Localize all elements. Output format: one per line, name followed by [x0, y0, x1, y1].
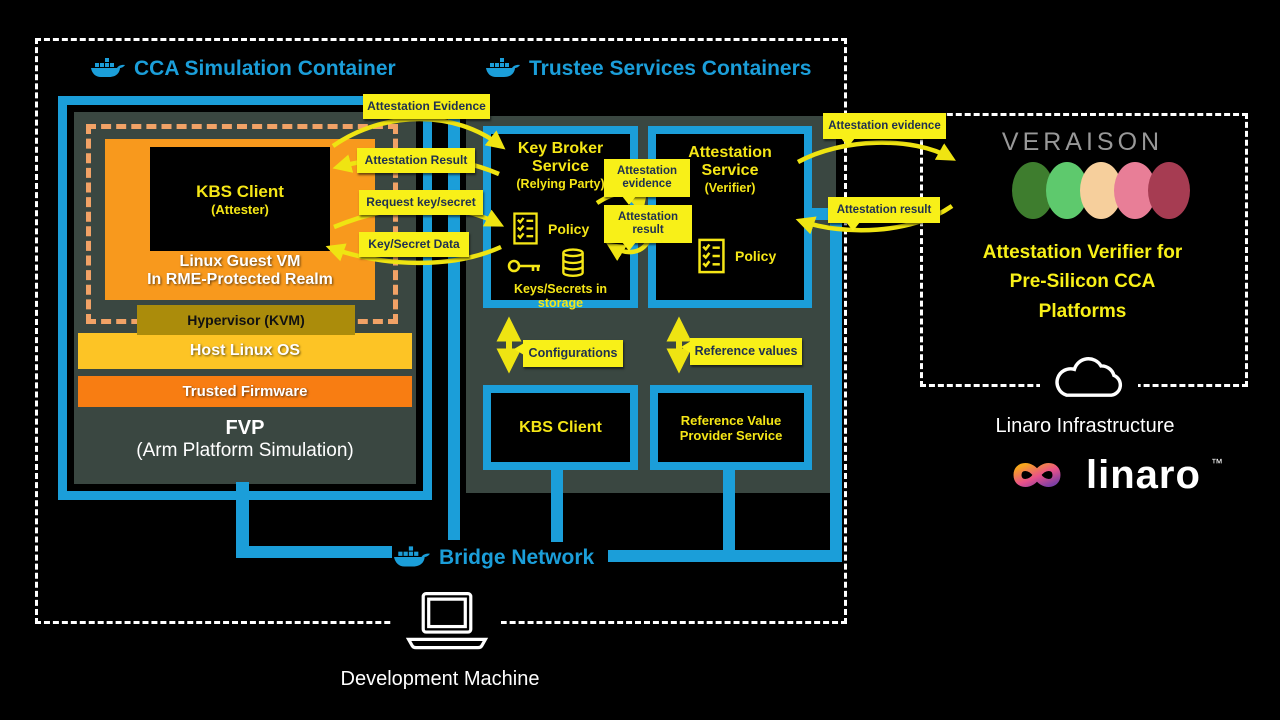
configurations-label: Configurations: [514, 340, 623, 367]
trusted-firmware-box: Trusted Firmware: [78, 376, 412, 407]
attestation-evidence-label: Attestation Evidence: [363, 94, 490, 119]
attestation-service-subtitle: (Verifier): [704, 180, 756, 195]
database-icon: [561, 248, 585, 278]
linaro-wordmark: linaro: [1086, 452, 1201, 497]
trustee-containers-title: Trustee Services Containers: [485, 55, 811, 83]
cca-title-text: CCA Simulation Container: [134, 57, 396, 80]
fvp-panel: KBS Client (Attester) Linux Guest VM In …: [74, 112, 416, 484]
key-broker-policy-label: Policy: [548, 220, 590, 237]
key-broker-subtitle: (Relying Party): [516, 176, 605, 191]
rvps-box: Reference Value Provider Service: [650, 385, 812, 470]
veraison-logo-text: VERAISON: [1001, 128, 1164, 156]
bridge-network-text: Bridge Network: [439, 546, 595, 569]
key-icon: [507, 256, 543, 276]
kbs-client-bridge-drop: [551, 462, 563, 542]
bridge-network-label: Bridge Network: [393, 543, 594, 573]
attestation-result-label: Attestation Result: [357, 148, 475, 173]
key-secret-data-label: Key/Secret Data: [359, 232, 469, 257]
keys-secrets-storage-label: Keys/Secrets in storage: [513, 282, 608, 310]
kbs-client-attester-box: KBS Client (Attester): [150, 147, 330, 251]
right-attestation-evidence-label: Attestation evidence: [823, 113, 946, 147]
cloud-icon: [1040, 352, 1138, 404]
fvp-subtitle: (Arm Platform Simulation): [136, 440, 354, 461]
vm-label-line2: In RME-Protected Realm: [147, 271, 333, 288]
container-network-line: [448, 116, 460, 540]
trustee-title-text: Trustee Services Containers: [529, 57, 812, 80]
hypervisor-box: Hypervisor (KVM): [137, 305, 355, 335]
mid-attestation-result-label: Attestation result: [604, 205, 692, 251]
veraison-caption-line3: Platforms: [1038, 300, 1127, 322]
attestation-service-line1: Attestation: [688, 144, 772, 161]
linux-guest-vm-box: KBS Client (Attester) Linux Guest VM In …: [105, 139, 375, 300]
veraison-ovals: [1012, 162, 1190, 224]
trustee-kbs-client-box: KBS Client: [483, 385, 638, 470]
linaro-tm: ™: [1210, 456, 1223, 470]
docker-icon: [485, 55, 521, 83]
attestation-service-line2: Service: [701, 162, 759, 180]
policy-checklist-icon: [513, 212, 538, 245]
linaro-logo: linaro ™: [998, 452, 1223, 498]
cca-bridge-connector-h: [236, 546, 392, 558]
veraison-oval-5: [1148, 162, 1190, 219]
trustee-kbs-client-label: KBS Client: [519, 418, 602, 436]
firmware-label: Trusted Firmware: [182, 383, 308, 400]
veraison-caption-line2: Pre-Silicon CCA: [1009, 271, 1156, 293]
request-key-secret-label: Request key/secret: [359, 190, 483, 215]
cca-container-title: CCA Simulation Container: [90, 55, 396, 83]
rvps-bridge-drop: [723, 462, 735, 558]
bridge-right-bar: [608, 550, 842, 562]
vm-label-line1: Linux Guest VM: [179, 253, 301, 270]
dev-machine-label: Development Machine: [340, 668, 540, 690]
key-broker-line1: Key Broker: [517, 140, 604, 157]
veraison-caption-line1: Attestation Verifier for: [982, 242, 1183, 263]
linaro-infinity-icon: [998, 452, 1076, 498]
rvps-label-line2: Provider Service: [679, 427, 783, 443]
kbs-client-subtitle: (Attester): [211, 201, 269, 217]
attestation-policy-label: Policy: [735, 248, 777, 264]
hypervisor-label: Hypervisor (KVM): [187, 312, 305, 328]
key-broker-line2: Service: [532, 158, 589, 176]
docker-icon: [393, 543, 431, 573]
policy-checklist-icon: [698, 238, 725, 274]
laptop-icon: [393, 590, 501, 654]
right-attestation-result-label: Attestation result: [828, 197, 940, 231]
host-linux-os-box: Host Linux OS: [78, 333, 412, 369]
linaro-infra-label: Linaro Infrastructure: [995, 415, 1175, 437]
veraison-caption: Attestation Verifier for Pre-Silicon CCA…: [920, 238, 1245, 326]
docker-icon: [90, 55, 126, 83]
attestation-bridge-riser: [830, 208, 842, 556]
cca-bridge-connector-v: [236, 482, 249, 552]
reference-values-label: Reference values: [681, 338, 802, 365]
kbs-client-title: KBS Client: [196, 181, 284, 201]
mid-attestation-evidence-label: Attestation evidence: [604, 159, 690, 205]
rvps-label-line1: Reference Value: [680, 412, 782, 428]
fvp-title: FVP: [225, 417, 265, 439]
host-os-label: Host Linux OS: [189, 342, 301, 359]
